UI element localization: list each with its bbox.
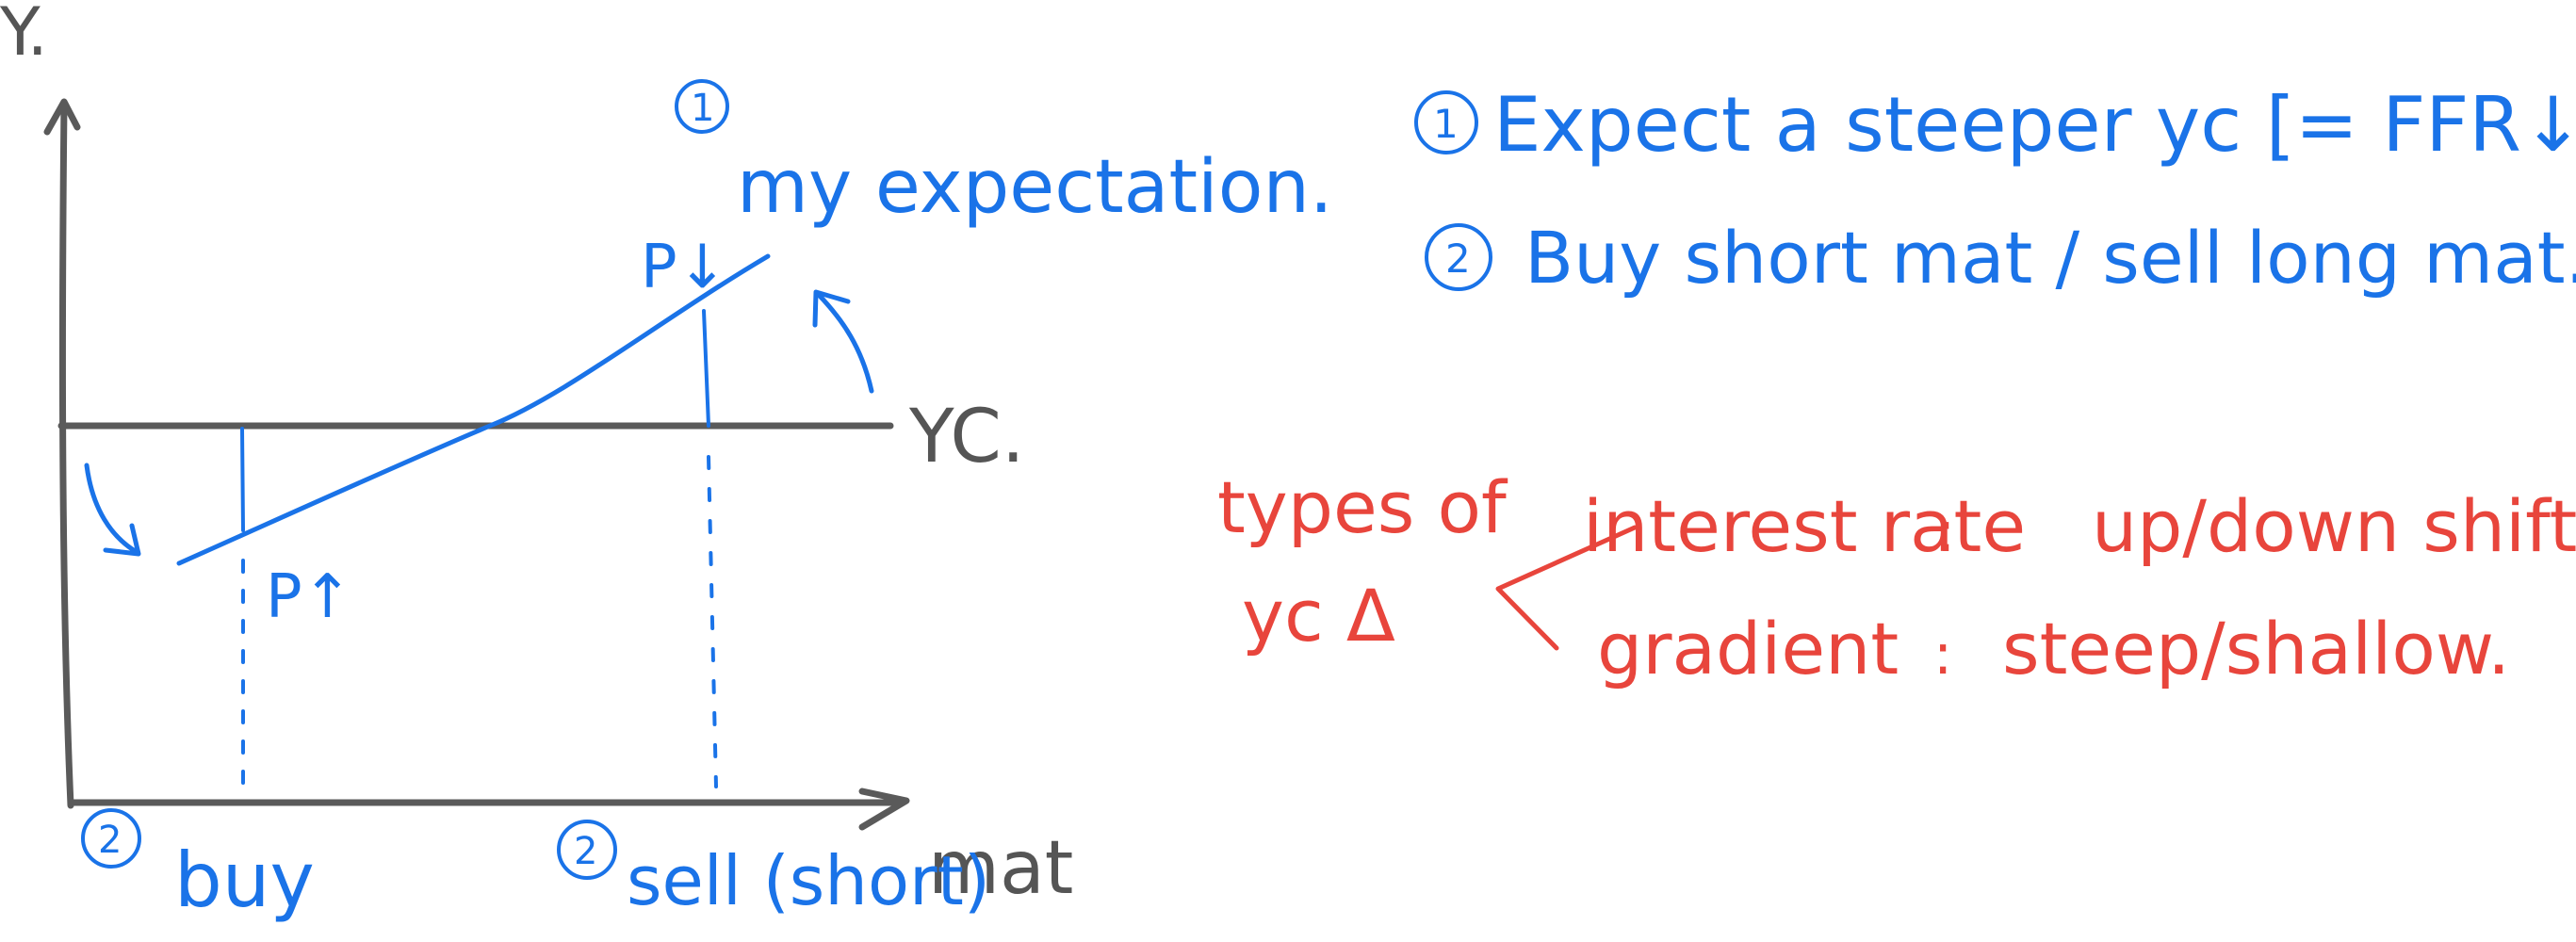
axes xyxy=(43,98,910,831)
note-1-marker: 1 xyxy=(1433,101,1459,147)
type-1-value: up/down shift xyxy=(2092,484,2576,568)
yield-curve-label: YC. xyxy=(908,395,1025,479)
buy-label: buy xyxy=(174,836,315,924)
steeper-yield-curve xyxy=(176,253,771,566)
x-axis-label: mat xyxy=(928,826,1073,911)
type-1-name: interest rate xyxy=(1583,484,2026,568)
expectation-label: my expectation. xyxy=(737,145,1333,230)
type-2-value: steep/shallow. xyxy=(2002,607,2510,690)
y-axis-arrowhead xyxy=(43,98,81,136)
note-2-circle xyxy=(1425,223,1492,291)
price-down-label: P↓ xyxy=(641,233,727,302)
left-curved-arrowhead xyxy=(103,523,141,557)
x-axis-arrowhead xyxy=(858,788,910,831)
right-curved-arrowhead xyxy=(812,289,851,328)
note-1-circle xyxy=(1414,90,1478,154)
type-1-separator: : xyxy=(1936,499,1955,565)
sell-marker-text: 2 xyxy=(574,830,597,873)
note-2-text: Buy short mat / sell long mat. xyxy=(1524,216,2576,300)
short-maturity-tick xyxy=(240,427,245,532)
buy-marker-text: 2 xyxy=(98,819,122,862)
y-axis xyxy=(58,100,74,809)
type-2-name: gradient xyxy=(1597,607,1899,690)
types-title-line1: types of xyxy=(1217,465,1508,549)
note-1-text: Expect a steeper yc [= FFR↓] xyxy=(1493,81,2576,169)
type-2-separator: : xyxy=(1933,622,1952,688)
price-up-label: P↑ xyxy=(266,562,352,632)
sell-label: sell (short) xyxy=(627,841,990,920)
marker-1-circle xyxy=(675,79,729,134)
long-maturity-dashes xyxy=(707,455,718,788)
types-bracket xyxy=(1495,525,1638,651)
expected-curve-group xyxy=(84,253,874,798)
marker-1-text: 1 xyxy=(691,87,714,130)
y-axis-label: Y. xyxy=(0,0,48,71)
sell-marker-circle xyxy=(557,820,617,880)
buy-marker-circle xyxy=(81,808,141,869)
long-maturity-tick xyxy=(702,309,710,428)
left-curved-arrow xyxy=(84,463,139,555)
x-axis xyxy=(67,798,899,806)
types-title-line2: yc Δ xyxy=(1242,574,1395,658)
right-curved-arrow xyxy=(815,291,874,394)
note-2-marker: 2 xyxy=(1445,236,1471,282)
